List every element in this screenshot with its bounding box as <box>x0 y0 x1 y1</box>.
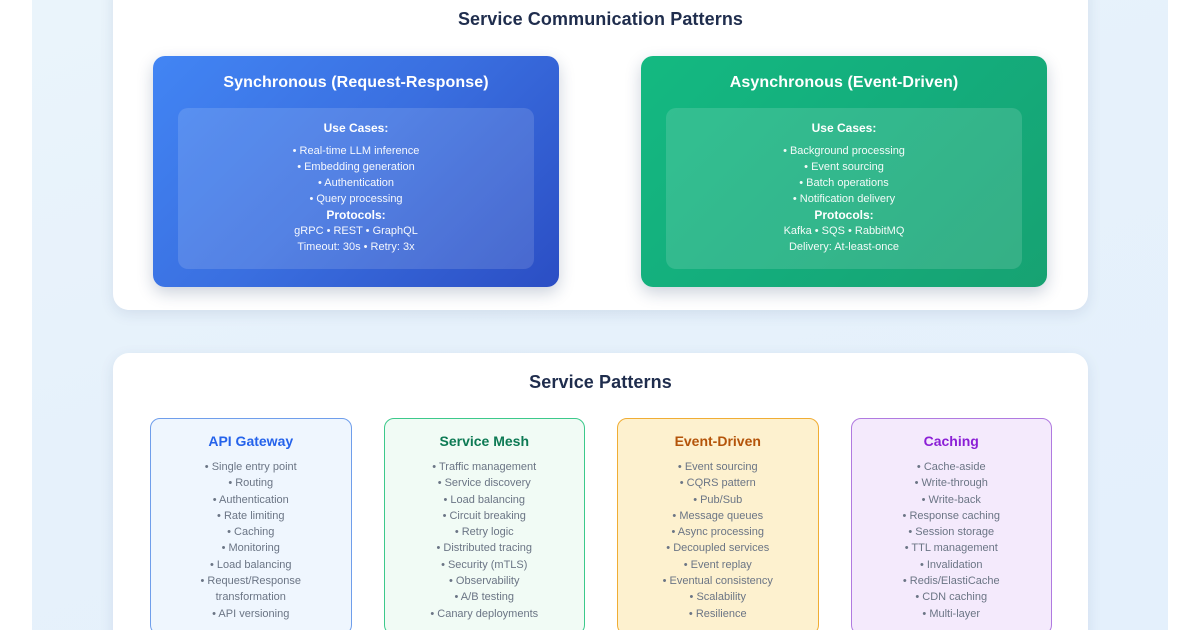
pattern-card-title: Service Mesh <box>439 433 530 449</box>
list-item: • TTL management <box>904 542 998 555</box>
list-item: • Load balancing <box>209 558 292 571</box>
list-item: • Service discovery <box>437 477 531 490</box>
list-item: • Security (mTLS) <box>441 558 528 571</box>
asynchronous-card[interactable]: Asynchronous (Event-Driven) Use Cases: •… <box>641 56 1047 287</box>
list-item: • Pub/Sub <box>693 493 743 506</box>
asynchronous-card-body: Use Cases: • Background processing • Eve… <box>666 108 1022 269</box>
pattern-card-service-mesh[interactable]: Service Mesh • Traffic management • Serv… <box>383 418 585 630</box>
list-item: • API versioning <box>212 607 290 620</box>
list-item: Timeout: 30s • Retry: 3x <box>297 241 415 253</box>
list-item: • Invalidation <box>919 558 983 571</box>
list-item: • Real-time LLM inference <box>292 145 420 157</box>
service-patterns-panel-title: Service Patterns <box>529 372 672 392</box>
list-item: • Observability <box>449 575 520 588</box>
list-item: • Event replay <box>683 558 752 571</box>
asynchronous-use-cases-heading: Use Cases: <box>811 121 877 135</box>
list-item: • Resilience <box>688 607 747 620</box>
list-item: • Batch operations <box>799 177 889 189</box>
service-communication-panel-title: Service Communication Patterns <box>457 9 744 29</box>
pattern-card-caching[interactable]: Caching • Cache-aside • Write-through • … <box>850 418 1052 630</box>
service-patterns-row: API Gateway • Single entry point • Routi… <box>150 418 1052 630</box>
list-item: • Redis/ElastiCache <box>902 575 1000 588</box>
service-communication-panel: Service Communication Patterns Synchrono… <box>113 0 1088 310</box>
pattern-card-api-gateway[interactable]: API Gateway • Single entry point • Routi… <box>150 418 352 630</box>
pattern-card-title: API Gateway <box>208 433 294 449</box>
list-item: • Monitoring <box>221 542 280 555</box>
list-item: • Retry logic <box>454 526 514 539</box>
list-item: • CQRS pattern <box>679 477 756 490</box>
list-item: • Query processing <box>309 193 403 205</box>
asynchronous-card-title: Asynchronous (Event-Driven) <box>729 74 959 91</box>
list-item: • Async processing <box>671 526 764 539</box>
list-item: Delivery: At-least-once <box>788 241 900 253</box>
list-item: • Routing <box>228 477 274 490</box>
list-item: • Event sourcing <box>804 161 884 173</box>
list-item: • Canary deployments <box>430 607 539 620</box>
list-item: • Multi-layer <box>922 607 981 620</box>
list-item: gRPC • REST • GraphQL <box>294 225 418 237</box>
list-item: Kafka • SQS • RabbitMQ <box>783 225 905 237</box>
list-item: • Load balancing <box>443 493 526 506</box>
list-item: transformation <box>215 591 286 604</box>
list-item: • Event sourcing <box>677 461 758 473</box>
list-item: • Session storage <box>908 526 995 539</box>
list-item: • Authentication <box>317 177 395 189</box>
asynchronous-protocols-heading: Protocols: <box>814 208 874 222</box>
list-item: • Message queues <box>672 509 764 522</box>
list-item: • Notification delivery <box>792 193 896 205</box>
list-item: • Rate limiting <box>217 509 285 522</box>
list-item: • Caching <box>227 526 275 539</box>
synchronous-use-cases-heading: Use Cases: <box>323 121 389 135</box>
list-item: • Background processing <box>783 145 905 157</box>
list-item: • CDN caching <box>915 591 988 604</box>
list-item: • Request/Response <box>200 575 301 588</box>
list-item: • Embedding generation <box>297 161 415 173</box>
synchronous-card-body: Use Cases: • Real-time LLM inference • E… <box>178 108 534 269</box>
synchronous-card-title: Synchronous (Request-Response) <box>223 74 489 91</box>
list-item: • Distributed tracing <box>436 542 533 555</box>
list-item: • Traffic management <box>432 461 537 473</box>
list-item: • Scalability <box>689 591 746 604</box>
list-item: • Authentication <box>212 493 289 506</box>
list-item: • Eventual consistency <box>662 575 773 588</box>
list-item: • Single entry point <box>204 461 297 473</box>
synchronous-card[interactable]: Synchronous (Request-Response) Use Cases… <box>153 56 559 287</box>
pattern-card-event-driven[interactable]: Event-Driven • Event sourcing • CQRS pat… <box>617 418 819 630</box>
synchronous-protocols-heading: Protocols: <box>326 208 386 222</box>
list-item: • Write-through <box>914 477 988 490</box>
pattern-card-title: Caching <box>923 433 979 449</box>
communication-cards-row: Synchronous (Request-Response) Use Cases… <box>153 56 1048 287</box>
list-item: • Cache-aside <box>916 461 986 473</box>
service-patterns-panel: Service Patterns API Gateway • Single en… <box>113 353 1088 630</box>
list-item: • Write-back <box>921 493 981 506</box>
list-item: • Response caching <box>902 509 1000 522</box>
list-item: • Decoupled services <box>666 542 770 555</box>
list-item: • Circuit breaking <box>442 509 526 522</box>
list-item: • A/B testing <box>454 591 515 604</box>
pattern-card-title: Event-Driven <box>674 433 761 449</box>
